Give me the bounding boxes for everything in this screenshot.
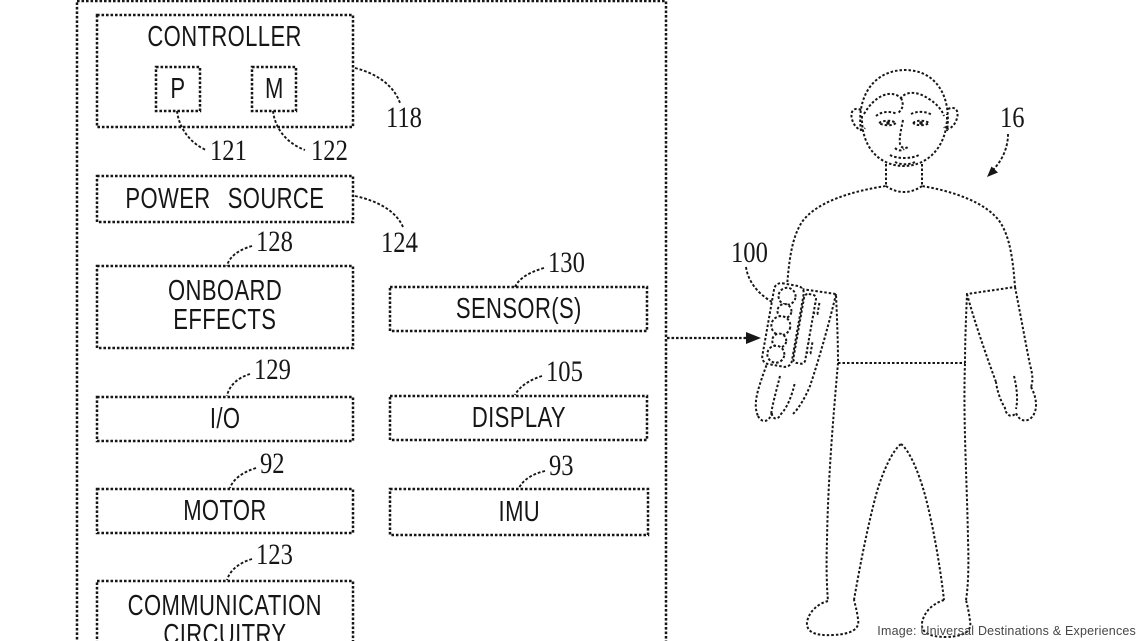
leader-128 (226, 245, 253, 267)
nose (898, 119, 909, 149)
memory-box (250, 65, 298, 113)
leader-122 (272, 110, 306, 151)
left-pupil (886, 121, 890, 125)
face-outline (860, 113, 949, 168)
leader-100 (745, 266, 773, 303)
leader-93 (518, 470, 546, 489)
left-leg-inner (853, 443, 902, 601)
ref-16: 16 (1000, 101, 1025, 134)
motor-box (95, 487, 355, 535)
mouth (889, 154, 920, 159)
device-element-1 (777, 286, 797, 306)
left-hand (757, 381, 796, 422)
right-leg-outer (963, 362, 970, 601)
leader-118 (354, 67, 401, 104)
display-box (388, 394, 649, 442)
right-arm-outer (1014, 286, 1034, 388)
leader-121 (176, 110, 207, 151)
tshirt-right (921, 164, 1017, 364)
hairline (863, 91, 945, 117)
right-ear (943, 106, 959, 130)
left-finger-line (770, 375, 781, 416)
left-arm-inner (792, 293, 837, 415)
wearable-device (761, 282, 821, 368)
leader-16 (991, 133, 1009, 172)
block-borders (75, 0, 668, 641)
controller-box (95, 13, 355, 129)
ref-130: 130 (548, 246, 585, 279)
left-ear (850, 107, 866, 131)
right-pupil (919, 121, 923, 125)
left-eye (878, 119, 898, 127)
hair-fringe (897, 97, 904, 114)
power-source-box (95, 174, 355, 224)
ref-93: 93 (549, 449, 574, 482)
ref-100: 100 (731, 236, 768, 269)
leader-129 (226, 373, 251, 397)
right-eye (912, 119, 931, 127)
leader-124 (354, 195, 404, 228)
leader-130 (514, 267, 545, 288)
onboard-effects-box (95, 264, 355, 350)
left-leg-outer (825, 362, 839, 602)
left-eyebrow (875, 110, 898, 117)
ref-118: 118 (386, 101, 422, 134)
tshirt-left (785, 164, 887, 364)
collar (885, 185, 923, 193)
person-figure (754, 68, 1037, 639)
ref-129: 129 (254, 353, 291, 386)
right-arm-inner (966, 293, 997, 383)
ref-128: 128 (256, 225, 293, 258)
io-box (95, 395, 355, 443)
nostril (894, 147, 905, 152)
right-hand (995, 381, 1037, 422)
left-shoe (805, 599, 860, 637)
ref-123: 123 (256, 538, 293, 571)
lower-lip (894, 161, 916, 166)
right-leg-inner (900, 443, 945, 601)
right-shoe (920, 599, 972, 639)
image-credit: Image: Universal Destinations & Experien… (877, 624, 1136, 638)
right-eyebrow (910, 110, 933, 116)
sensors-box (388, 285, 649, 333)
arrowhead-icon (746, 332, 761, 344)
ref-92: 92 (260, 447, 285, 480)
right-thumb-line (1013, 375, 1019, 410)
ref-122: 122 (311, 134, 348, 167)
hair-outline (859, 68, 949, 132)
imu-box (388, 487, 650, 537)
ref-124: 124 (381, 226, 418, 259)
leader-16-arrowhead (987, 166, 998, 177)
communication-circuitry-box (95, 579, 355, 641)
diagram-to-device-arrow (667, 332, 761, 344)
ref-121: 121 (210, 134, 247, 167)
processor-box (154, 65, 202, 113)
ref-105: 105 (546, 355, 583, 388)
leader-lines (176, 67, 1009, 581)
